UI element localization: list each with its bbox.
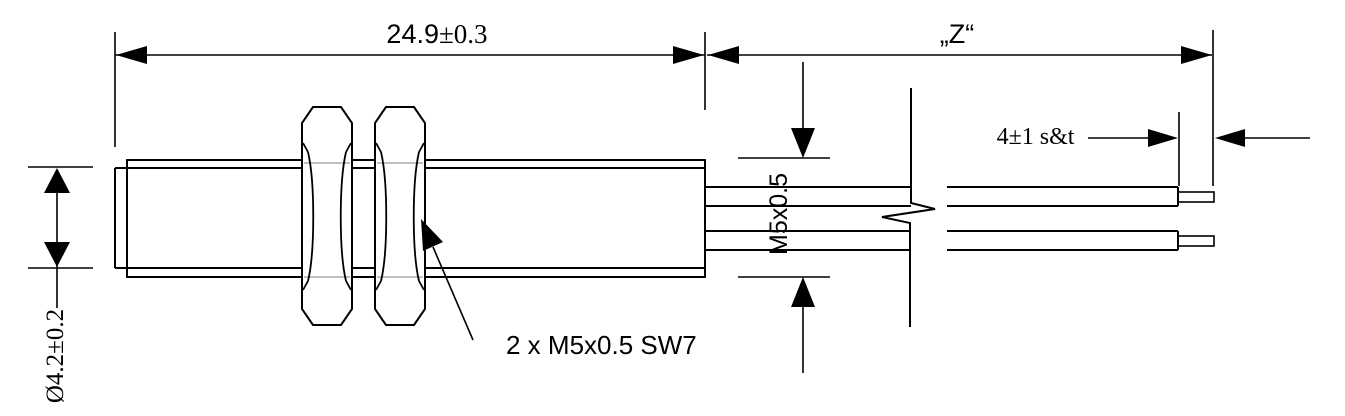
cable-wires — [705, 88, 1215, 327]
dim-overall-arrow-left — [116, 46, 147, 64]
dim-z-arrow-left — [708, 46, 739, 64]
dim-strip-arrow-left — [1215, 129, 1245, 147]
nut1-facet-chamfers — [302, 142, 352, 291]
dim-overall-arrow-right — [673, 46, 704, 64]
overall-length-tolerance: ±0.3 — [438, 19, 488, 49]
dim-dia-arrow-up — [44, 168, 70, 193]
nut1-octagon — [301, 106, 353, 326]
wires-right-of-break — [947, 186, 1178, 251]
strip-length-label: 4±1 s&t — [996, 124, 1075, 150]
dim-cable-length — [707, 30, 1214, 186]
dim-strip-arrow-right — [1148, 129, 1178, 147]
cable-length-label: „Z“ — [939, 19, 975, 49]
diameter-label: Ø4.2±0.2 — [42, 308, 69, 404]
nut2-facet-left — [380, 151, 388, 282]
wire-bottom-stripped-tip — [1177, 235, 1215, 247]
hex-nut-2 — [374, 106, 426, 326]
dim-z-arrow-right — [1181, 46, 1212, 64]
thread-spec-label: M5x0.5 — [765, 173, 793, 255]
overall-length-value: 24.9 — [386, 19, 439, 49]
dim-thread-lower-arrow — [791, 277, 815, 307]
nut-leader-line — [432, 246, 474, 341]
nut-leader-arrow — [421, 219, 443, 251]
cable-break-symbol — [881, 88, 936, 327]
dim-diameter — [28, 166, 93, 308]
hex-nut-1 — [301, 106, 353, 326]
wire-top-stripped-tip — [1177, 191, 1215, 203]
overall-length-label: 24.9±0.3 — [337, 20, 537, 48]
nuts-note-label: 2 x M5x0.5 SW7 — [506, 330, 697, 360]
dim-thread — [738, 62, 830, 373]
dim-overall-length — [114, 32, 706, 147]
nut-leader — [421, 219, 474, 341]
dim-thread-upper-arrow — [791, 128, 815, 158]
nut2-facet-right — [412, 151, 420, 282]
dim-strip-length — [1088, 112, 1310, 186]
dim-dia-arrow-down — [44, 242, 70, 267]
wires-left-of-break — [705, 186, 911, 251]
nut1-facet-right — [339, 151, 347, 282]
nut2-facet-chamfers — [375, 142, 425, 291]
nut2-octagon — [374, 106, 426, 326]
nut1-facet-left — [307, 151, 315, 282]
